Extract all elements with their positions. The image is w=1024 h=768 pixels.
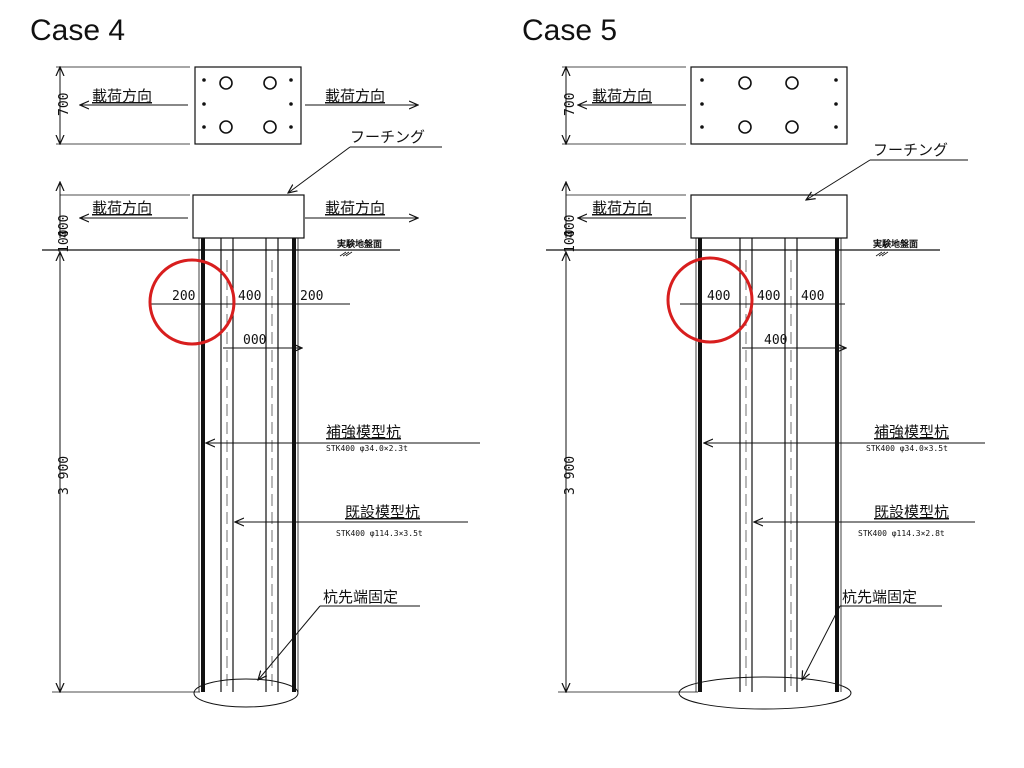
- case4-load-dir-top-right: 載荷方向: [325, 87, 385, 105]
- case4-spacing-left: 200: [172, 289, 195, 304]
- case5-tip-ellipse: [678, 676, 852, 710]
- case5-ground-label: 実験地盤面: [873, 238, 918, 250]
- case5-piles: [695, 238, 842, 692]
- case4-diagram: 700 載荷方向 載荷方向 フーチング 載荷方向 載荷方向 400 100 実験…: [42, 66, 480, 708]
- case5-reinforce-spec: STK400 φ34.0×3.5t: [866, 444, 948, 453]
- case4-tip-ellipse: [193, 678, 299, 708]
- case5-highlight-circle: [666, 256, 754, 344]
- case5-tip-fixed-label: 杭先端固定: [842, 588, 917, 606]
- case5-plan-footing: [690, 66, 848, 145]
- case4-footing: [192, 194, 305, 239]
- case5-dim-700: 700: [563, 93, 578, 116]
- case5-spacing-right: 400: [801, 289, 824, 304]
- case4-dim-3900: 3 900: [57, 456, 72, 495]
- case4-ground-label: 実験地盤面: [337, 238, 382, 250]
- case4-plan-small-piles: [202, 78, 293, 129]
- case4-piles: [198, 238, 299, 692]
- case4-spacing-right: 200: [300, 289, 323, 304]
- case4-existing-pile-label: 既設模型杭: [345, 503, 420, 521]
- case5-footing: [690, 194, 848, 239]
- case4-footing-label: フーチング: [350, 128, 425, 146]
- case4-reinforce-pile-label: 補強模型杭: [326, 423, 401, 441]
- case4-tip-fixed-label: 杭先端固定: [323, 588, 398, 606]
- case5-dim-100: 100: [563, 230, 578, 253]
- case5-spacing-mid: 400: [757, 289, 780, 304]
- case5-diagram: 700 載荷方向 フーチング 載荷方向 400 100 実験地盤面: [546, 66, 985, 710]
- case4-inner-width: 000: [243, 333, 266, 348]
- case4-load-dir-mid-right: 載荷方向: [325, 199, 385, 217]
- case5-plan-small-piles: [700, 78, 838, 129]
- case5-spacing-left: 400: [707, 289, 730, 304]
- case5-load-dir-top: 載荷方向: [592, 87, 652, 105]
- case4-existing-spec: STK400 φ114.3×3.5t: [336, 529, 423, 538]
- case4-load-dir-top-left: 載荷方向: [92, 87, 152, 105]
- case5-footing-label: フーチング: [873, 141, 948, 159]
- case4-spacing-mid: 400: [238, 289, 261, 304]
- case5-load-dir-mid: 載荷方向: [592, 199, 652, 217]
- case4-load-dir-mid-left: 載荷方向: [92, 199, 152, 217]
- case4-dim-700: 700: [57, 93, 72, 116]
- case5-dim-400: 400: [563, 215, 578, 238]
- case5-inner-width: 400: [764, 333, 787, 348]
- case4-dim-100: 100: [57, 230, 72, 253]
- case4-plan-footing: [194, 66, 302, 145]
- case5-existing-pile-label: 既設模型杭: [874, 503, 949, 521]
- case4-reinforce-spec: STK400 φ34.0×2.3t: [326, 444, 408, 453]
- case5-existing-spec: STK400 φ114.3×2.8t: [858, 529, 945, 538]
- case5-dim-3900: 3 900: [563, 456, 578, 495]
- case4-dim-400: 400: [57, 215, 72, 238]
- case4-title: Case 4: [30, 14, 126, 47]
- case5-reinforce-pile-label: 補強模型杭: [874, 423, 949, 441]
- case4-highlight-circle: [148, 258, 236, 346]
- case5-plan-piles: [738, 76, 799, 134]
- case4-plan-piles: [219, 76, 277, 134]
- case5-title: Case 5: [522, 14, 618, 47]
